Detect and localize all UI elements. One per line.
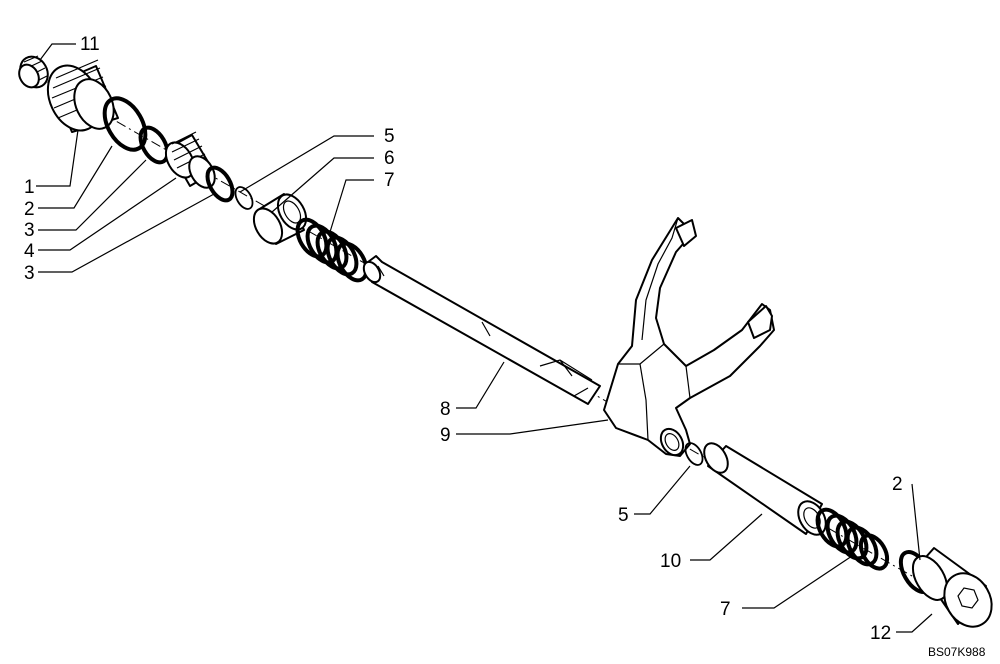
part-3-oring-lower[interactable] [202, 163, 237, 204]
part-12-plug[interactable] [906, 547, 1000, 635]
callout-1: 1 [24, 177, 35, 198]
part-1-threaded-bushing[interactable] [38, 57, 121, 139]
callout-2-left: 2 [24, 199, 35, 220]
part-11-plug[interactable] [15, 52, 54, 93]
part-5-snap-ring-bottom[interactable] [682, 440, 706, 468]
callout-7-top: 7 [384, 170, 395, 191]
callout-10: 10 [660, 551, 681, 572]
leader-lines [36, 43, 933, 633]
part-7-spring-bottom[interactable] [812, 505, 893, 573]
callout-5-top: 5 [384, 126, 395, 147]
part-7-spring-top[interactable] [292, 215, 373, 286]
callout-4: 4 [24, 241, 35, 262]
part-5-snap-ring-top[interactable] [232, 184, 256, 212]
part-2-oring-left[interactable] [96, 91, 153, 156]
callout-3-upper: 3 [24, 220, 35, 241]
callout-6: 6 [384, 148, 395, 169]
callout-7-bottom: 7 [720, 599, 731, 620]
part-9-shift-fork[interactable] [603, 217, 775, 459]
callout-11-top: 11 [80, 34, 100, 55]
callout-9: 9 [440, 425, 451, 446]
part-3-oring-upper[interactable] [135, 123, 173, 167]
part-8-shift-rail[interactable] [360, 255, 601, 405]
figure-code: BS07K988 [928, 645, 986, 659]
callout-2-right: 2 [892, 474, 903, 495]
callout-8: 8 [440, 399, 451, 420]
part-10-sleeve[interactable] [699, 439, 831, 539]
callout-3-lower: 3 [24, 263, 35, 284]
callout-12: 12 [870, 623, 891, 644]
callout-5-bottom: 5 [618, 505, 629, 526]
